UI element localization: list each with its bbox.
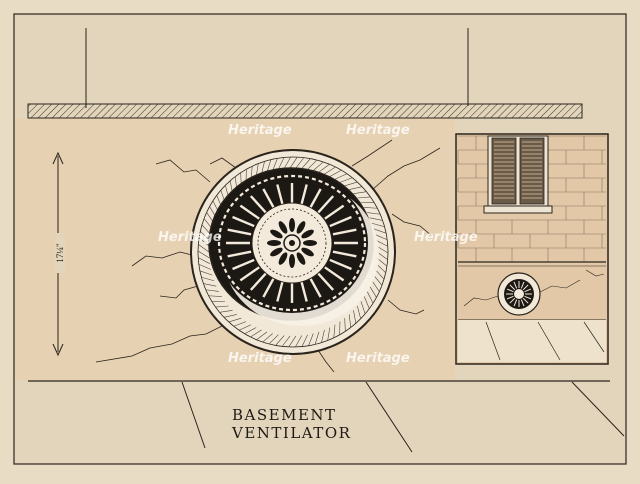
title-line-1: BASEMENT <box>232 406 337 424</box>
ventilator-grille <box>190 149 396 355</box>
title-line-2: VENTILATOR <box>232 424 352 442</box>
pavement-joint-2 <box>365 381 413 453</box>
dimension-label: 17¼" <box>55 233 65 273</box>
pavement-joint-3 <box>571 381 625 437</box>
drawing-title: BASEMENT VENTILATOR <box>200 406 376 442</box>
wall-cracks <box>95 139 441 373</box>
inset-detail <box>455 133 609 365</box>
pavement-joint-1 <box>181 381 206 449</box>
ledge-band <box>27 103 583 119</box>
